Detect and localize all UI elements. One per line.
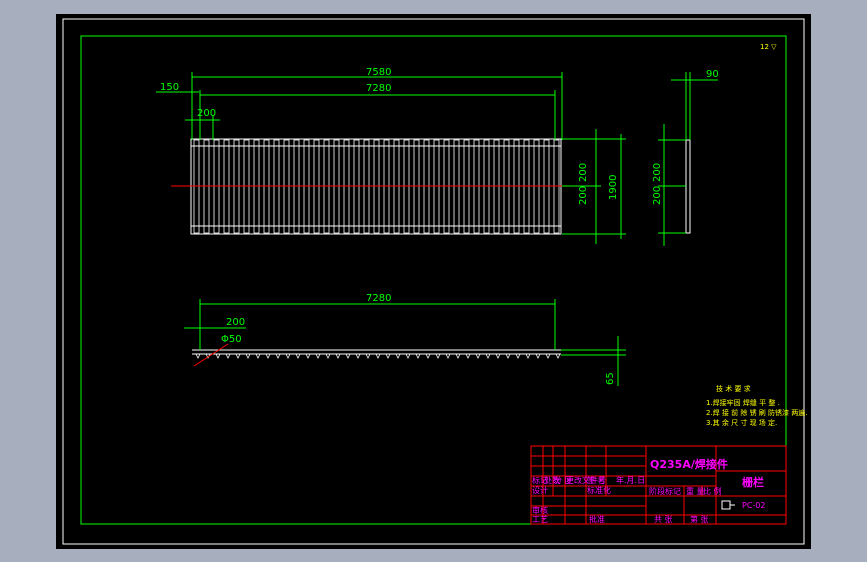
section-bar-end	[495, 353, 501, 359]
side-dim-lower: 200	[652, 186, 663, 205]
side-profile	[685, 139, 691, 234]
plan-view: 7580 7280 150 200 200 200 1900	[156, 67, 626, 244]
corner-mark: 12 ▽	[760, 43, 777, 51]
section-bar-end	[425, 353, 431, 359]
section-bar-end	[275, 353, 281, 359]
technical-notes: 技 术 要 求 1.焊接牢固 焊缝 平 整 . 2.焊 接 前 除 锈 刷 防锈…	[706, 384, 807, 427]
title-code: PC-02	[742, 501, 765, 510]
section-bar-end	[395, 353, 401, 359]
section-bar-end	[415, 353, 421, 359]
section-bar-end	[355, 353, 361, 359]
section-bar-end	[265, 353, 271, 359]
side-dim-upper: 200	[652, 163, 663, 182]
dim-side-upper: 200	[578, 163, 589, 182]
section-bar-end	[485, 353, 491, 359]
section-bar-end	[455, 353, 461, 359]
section-bar-end	[315, 353, 321, 359]
section-dim-span: 7280	[366, 293, 391, 304]
section-bar-end	[195, 353, 201, 359]
section-dim-bar: Φ50	[221, 334, 242, 345]
dim-pitch: 200	[197, 108, 216, 119]
notes-line-2: 2.焊 接 前 除 锈 刷 防锈漆 两遍.	[706, 408, 807, 417]
notes-line-3: 3.其 余 尺 寸 现 场 定.	[706, 418, 777, 427]
tb-label-count: 处数	[544, 475, 560, 485]
section-bar-end	[245, 353, 251, 359]
section-bar-end	[535, 353, 541, 359]
leader-line	[193, 343, 229, 367]
tb-label-approve: 批准	[589, 514, 605, 524]
side-view: 90 200 200	[652, 69, 719, 246]
tb-label-total-sheets: 共 张	[654, 515, 673, 524]
section-bar-end	[225, 353, 231, 359]
section-bar-end	[505, 353, 511, 359]
cad-drawing: 12 ▽ 7580 7280 150 200 200 200 1900	[62, 18, 807, 545]
section-bar-end	[385, 353, 391, 359]
tb-label-weight: 重 量	[686, 486, 705, 496]
tb-label-scale: 比 例	[703, 486, 722, 496]
section-bar-end	[545, 353, 551, 359]
section-bar-end	[295, 353, 301, 359]
section-bar-end	[525, 353, 531, 359]
section-bar-end	[335, 353, 341, 359]
title-name: 栅栏	[742, 475, 764, 489]
section-view: 7280 200 Φ50 65	[184, 293, 626, 386]
drawing-sheet: 12 ▽ 7580 7280 150 200 200 200 1900	[56, 14, 811, 549]
tb-label-sign: 签 名	[587, 475, 606, 485]
section-dim-pitch: 200	[226, 317, 245, 328]
section-bar-end	[205, 353, 211, 359]
inner-frame	[80, 35, 787, 525]
tb-label-sheet-no: 第 张	[690, 514, 709, 524]
notes-heading: 技 术 要 求	[716, 384, 751, 393]
section-bar-end	[285, 353, 291, 359]
side-dim-width: 90	[706, 69, 719, 80]
section-bar-end	[305, 353, 311, 359]
section-bar-end	[235, 353, 241, 359]
title-block-frame	[530, 445, 787, 525]
outer-frame	[62, 18, 805, 545]
tb-label-date: 年.月.日	[616, 475, 645, 485]
section-bar-end	[405, 353, 411, 359]
dim-overall: 7580	[366, 67, 391, 78]
title-material: Q235A/焊接件	[650, 457, 728, 471]
section-bar-end	[445, 353, 451, 359]
tb-label-standard: 标准化	[587, 485, 611, 495]
section-bar-end	[255, 353, 261, 359]
section-bar-end	[215, 353, 221, 359]
section-bar-end	[375, 353, 381, 359]
section-bar-end	[365, 353, 371, 359]
section-bar-end	[555, 353, 561, 359]
tb-label-process: 工艺	[532, 515, 548, 524]
projection-symbol	[721, 500, 731, 510]
dim-end: 150	[160, 82, 179, 93]
section-bar-end	[435, 353, 441, 359]
dim-side-lower: 200	[578, 186, 589, 205]
tb-label-stage: 阶段标记	[649, 486, 681, 496]
section-bar-end	[345, 353, 351, 359]
notes-line-1: 1.焊接牢固 焊缝 平 整 .	[706, 398, 780, 407]
section-dim-height: 65	[605, 372, 616, 385]
section-bar-ends	[195, 353, 561, 359]
section-bar-end	[325, 353, 331, 359]
dim-span: 7280	[366, 83, 391, 94]
tb-label-review: 审核	[532, 505, 548, 515]
tb-label-doc: 更改文件号	[566, 475, 606, 485]
tb-label-design: 设计	[532, 485, 548, 495]
section-bar-end	[475, 353, 481, 359]
section-bar-end	[515, 353, 521, 359]
tb-label-zone: 分 区	[554, 476, 573, 485]
tb-label-mark: 标记	[532, 475, 548, 485]
title-block: Q235A/焊接件 栅栏 PC-02 标记 处数 分 区 更改文件号 签 名 年…	[530, 445, 787, 525]
dim-height: 1900	[608, 175, 619, 200]
section-bar-end	[465, 353, 471, 359]
